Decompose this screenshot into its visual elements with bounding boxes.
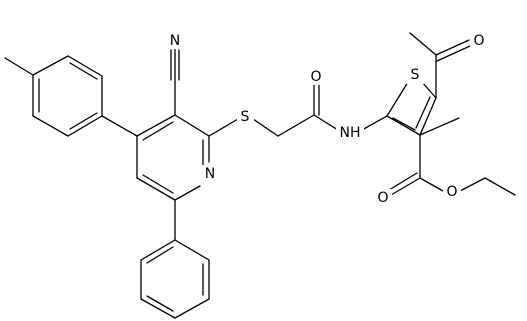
label-bg-acetyl-o — [470, 32, 488, 49]
bond-network — [4, 32, 516, 319]
label-bg-sulfur-link — [237, 108, 254, 126]
sulfur-link-label: S — [241, 109, 250, 125]
label-bg-ester-o-carbonyl — [374, 189, 392, 207]
nitrile-n-label: N — [170, 33, 180, 49]
amide-o-label: O — [310, 69, 321, 85]
label-bg-ester-o-ether — [443, 183, 461, 201]
pyridine-n-label: N — [205, 166, 215, 182]
label-bg-pyridine-n — [201, 165, 219, 183]
label-bg-sulfur-ring — [406, 66, 424, 84]
acetyl-o-label: O — [473, 33, 484, 49]
amide-nh-label: NH — [340, 125, 361, 141]
label-bg-nitrile-n — [166, 32, 184, 49]
label-bg-amide-nh — [336, 124, 364, 142]
ester-o-carbonyl-label: O — [377, 190, 388, 206]
atom-labels: N N S S NH O O O O — [166, 32, 488, 207]
sulfur-ring-label: S — [411, 67, 420, 83]
label-bg-amide-o — [307, 68, 325, 85]
ester-o-ether-label: O — [446, 184, 457, 200]
